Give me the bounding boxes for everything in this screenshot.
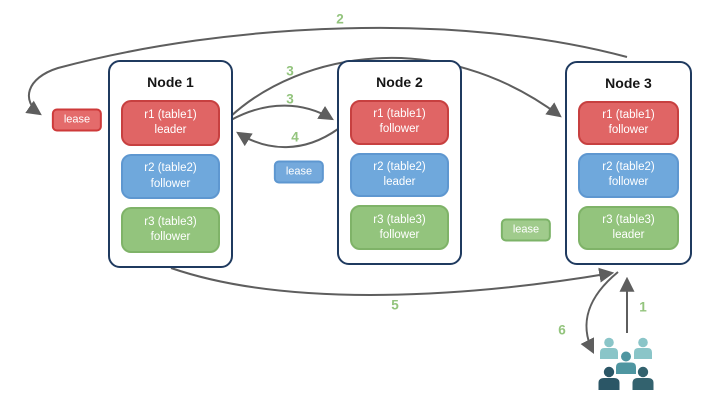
node-1: Node 1 r1 (table1) leader r2 (table2) fo… — [108, 60, 233, 268]
replica-name: r3 (table3) — [602, 213, 655, 226]
users-group-icon — [598, 337, 654, 390]
lease-badge-r3: lease — [500, 218, 552, 242]
replica-role: leader — [383, 176, 416, 188]
lease-badge-r2: lease — [273, 160, 325, 184]
node3-replica-r3: r3 (table3) leader — [578, 205, 679, 250]
replica-name: r2 (table2) — [602, 161, 655, 174]
step-number-3a: 3 — [286, 63, 294, 79]
replica-role: follower — [379, 228, 420, 241]
arrow-5-node1-to-node3 — [170, 267, 615, 296]
replica-role: leader — [154, 123, 187, 136]
replica-name: r1 (table1) — [373, 108, 426, 121]
step-number-2: 2 — [336, 11, 344, 27]
node3-replica-r1: r1 (table1) follower — [578, 101, 679, 146]
node-title: Node 3 — [605, 75, 652, 91]
node1-replica-r3: r3 (table3) follower — [121, 207, 220, 254]
replica-role: leader — [612, 228, 645, 241]
node2-replica-r2: r2 (table2) leader — [350, 152, 449, 198]
arrow-4-node2-follower-to-node1-leader — [236, 128, 339, 149]
arrow-3-node1-leader-to-node2-follower — [230, 104, 334, 121]
replica-name: r3 (table3) — [373, 213, 426, 226]
replica-role: follower — [608, 124, 649, 137]
node-2: Node 2 r1 (table1) follower r2 (table2) … — [337, 60, 462, 265]
replica-role: follower — [150, 231, 191, 244]
step-number-6: 6 — [558, 322, 566, 338]
arrow-6-node3-to-users — [580, 271, 619, 355]
step-number-1: 1 — [639, 299, 647, 315]
replica-name: r1 (table1) — [602, 108, 655, 121]
node3-replica-r2: r2 (table2) follower — [578, 153, 679, 198]
replica-role: follower — [150, 177, 191, 190]
step-number-3b: 3 — [286, 91, 294, 107]
node-title: Node 1 — [147, 74, 194, 90]
replica-role: follower — [608, 176, 649, 189]
node2-replica-r3: r3 (table3) follower — [350, 205, 449, 251]
replica-name: r1 (table1) — [144, 108, 197, 121]
replica-name: r2 (table2) — [373, 160, 426, 173]
node1-replica-r1: r1 (table1) leader — [121, 100, 220, 146]
node2-replica-r1: r1 (table1) follower — [350, 100, 449, 145]
replica-name: r3 (table3) — [144, 216, 197, 228]
step-number-5: 5 — [391, 297, 399, 313]
node1-replica-r2: r2 (table2) follower — [121, 153, 220, 200]
replica-name: r2 (table2) — [144, 162, 197, 175]
node-3: Node 3 r1 (table1) follower r2 (table2) … — [565, 61, 692, 265]
replica-role: follower — [379, 123, 420, 136]
step-number-4: 4 — [291, 129, 299, 145]
node-title: Node 2 — [376, 74, 423, 90]
lease-badge-r1: lease — [51, 108, 103, 132]
